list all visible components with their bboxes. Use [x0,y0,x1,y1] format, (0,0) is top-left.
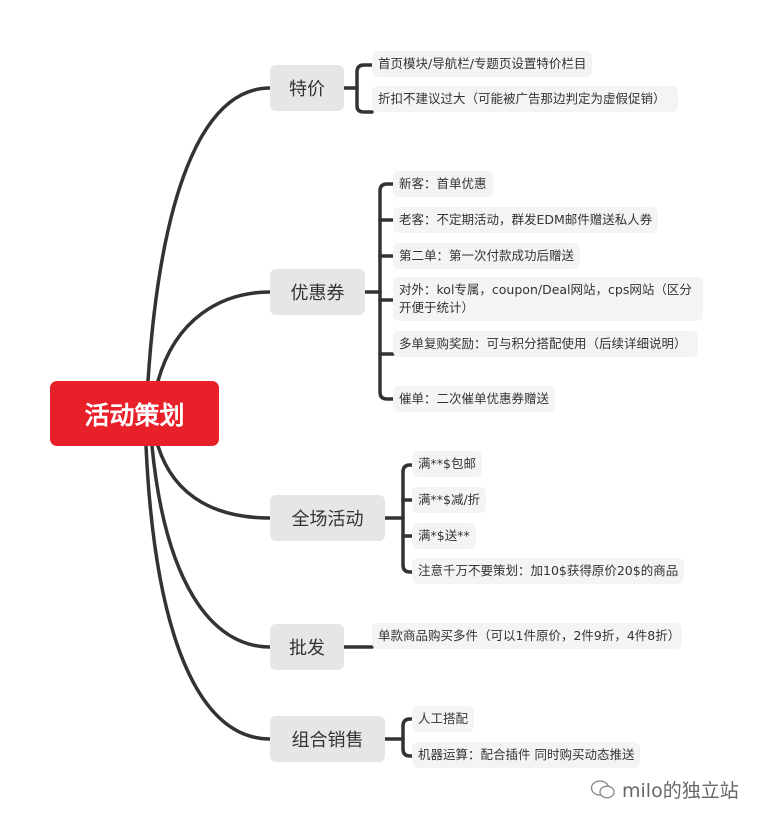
leaf-node[interactable]: 催单：二次催单优惠券赠送 [393,386,556,412]
leaf-node[interactable]: 多单复购奖励：可与积分搭配使用（后续详细说明） [393,331,698,357]
leaf-node[interactable]: 第二单：第一次付款成功后赠送 [393,243,581,269]
leaf-node[interactable]: 满*$送** [412,523,476,549]
leaf-node[interactable]: 机器运算：配合插件 同时购买动态推送 [412,742,641,768]
leaf-node[interactable]: 满**$包邮 [412,451,482,477]
leaf-node[interactable]: 对外：kol专属，coupon/Deal网站，cps网站（区分开便于统计） [393,277,703,321]
watermark-text: milo的独立站 [622,780,739,802]
leaf-node[interactable]: 新客：首单优惠 [393,171,493,197]
leaf-node[interactable]: 折扣不建议过大（可能被广告那边判定为虚假促销） [372,86,678,112]
branch-sitewide-events[interactable]: 全场活动 [270,495,385,541]
leaf-node[interactable]: 人工搭配 [412,706,475,732]
leaf-node[interactable]: 注意千万不要策划：加10$获得原价20$的商品 [412,558,685,584]
branch-bundle-sales[interactable]: 组合销售 [270,716,385,762]
branch-special-price[interactable]: 特价 [270,65,344,111]
leaf-node[interactable]: 老客：不定期活动，群发EDM邮件赠送私人券 [393,207,659,233]
branch-coupons[interactable]: 优惠券 [270,269,365,315]
root-node[interactable]: 活动策划 [50,381,219,446]
leaf-node[interactable]: 满**$减/折 [412,487,487,513]
wechat-icon [590,779,615,798]
leaf-node[interactable]: 首页模块/导航栏/专题页设置特价栏目 [372,51,593,77]
branch-wholesale[interactable]: 批发 [270,624,344,670]
watermark: milo的独立站 [590,776,739,803]
leaf-node[interactable]: 单款商品购买多件（可以1件原价，2件9折，4件8折） [372,623,682,649]
